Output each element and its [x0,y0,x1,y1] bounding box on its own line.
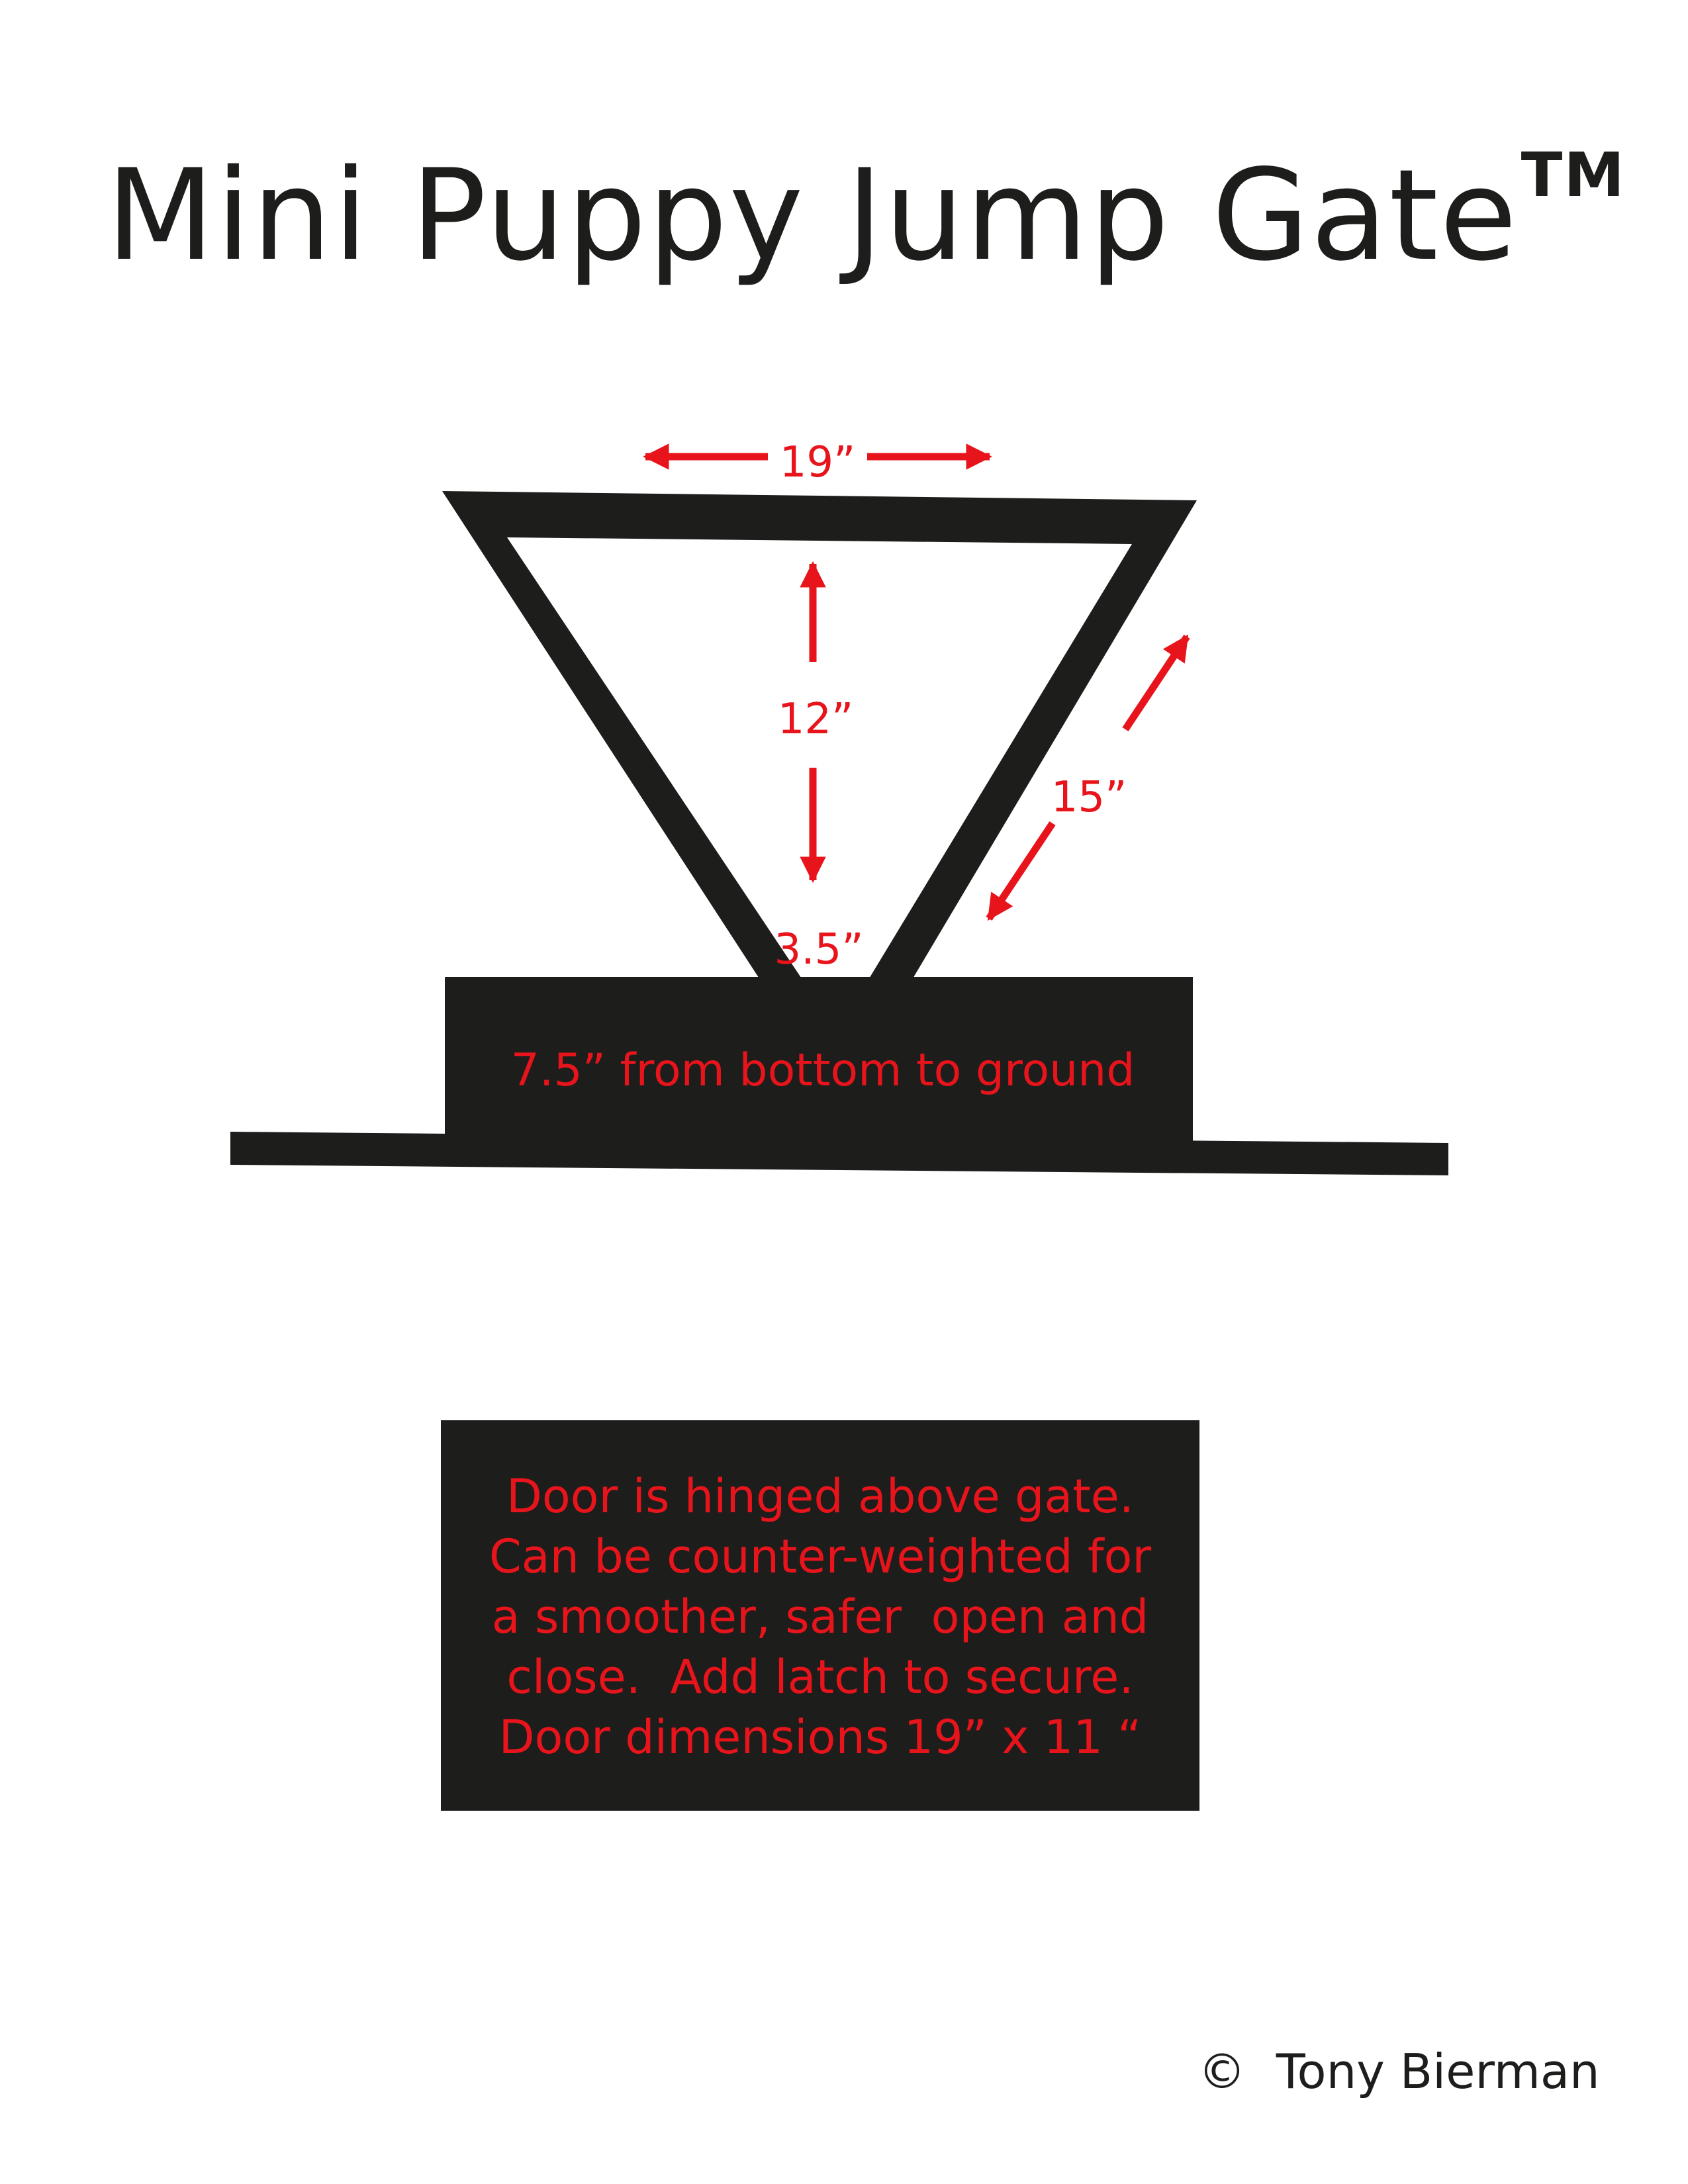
gate-frame [442,491,1197,979]
side-arrow-down [986,821,1056,921]
inner-height-label: 12” [778,695,854,744]
bottom-gap-label: 3.5” [774,925,864,974]
page-title: Mini Puppy Jump GateTM [106,99,1628,289]
title-text: Mini Puppy Jump Gate [106,142,1519,289]
base-height-label: 7.5” from bottom to ground [511,1044,1135,1097]
trademark-mark: TM [1521,140,1626,210]
top-width-label: 19” [780,438,856,487]
side-length-label: 15” [1051,773,1127,822]
note-line: Door is hinged above gate. [506,1469,1135,1524]
copyright-credit: © Tony Bierman [1198,2038,1600,2105]
note-line: Can be counter-weighted for [489,1529,1152,1584]
side-arrow-up [1122,634,1190,732]
note-line: a smoother, safer open and [491,1590,1149,1644]
author-name: Tony Bierman [1276,2044,1600,2099]
note-line: close. Add latch to secure. [506,1650,1134,1704]
ground-line [230,1132,1448,1175]
door-note-box: Door is hinged above gate. Can be counte… [441,1420,1199,1811]
note-line: Door dimensions 19” x 11 “ [498,1710,1142,1764]
copyright-symbol: © [1198,2044,1246,2099]
base-block [445,977,1193,1141]
